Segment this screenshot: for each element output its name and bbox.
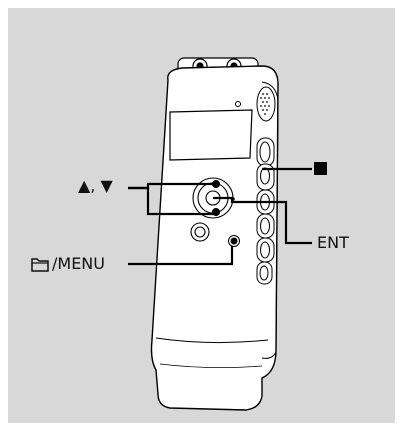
up-down-label: ▲, ▼ bbox=[78, 176, 113, 195]
menu-label: /MENU bbox=[52, 254, 105, 273]
voice-recorder-illustration bbox=[128, 57, 312, 411]
indicator-light bbox=[235, 101, 241, 107]
side-rail bbox=[261, 81, 279, 359]
stop-square-icon bbox=[314, 162, 327, 175]
display-window bbox=[169, 109, 253, 161]
menu-button bbox=[228, 235, 240, 247]
leader-lines bbox=[128, 167, 312, 266]
ent-label: ENT bbox=[317, 233, 349, 252]
microphone-grille bbox=[256, 86, 276, 122]
side-buttons bbox=[256, 137, 275, 285]
round-button bbox=[190, 222, 210, 242]
folder-icon bbox=[31, 258, 49, 272]
bottom-cap-line bbox=[155, 337, 269, 344]
